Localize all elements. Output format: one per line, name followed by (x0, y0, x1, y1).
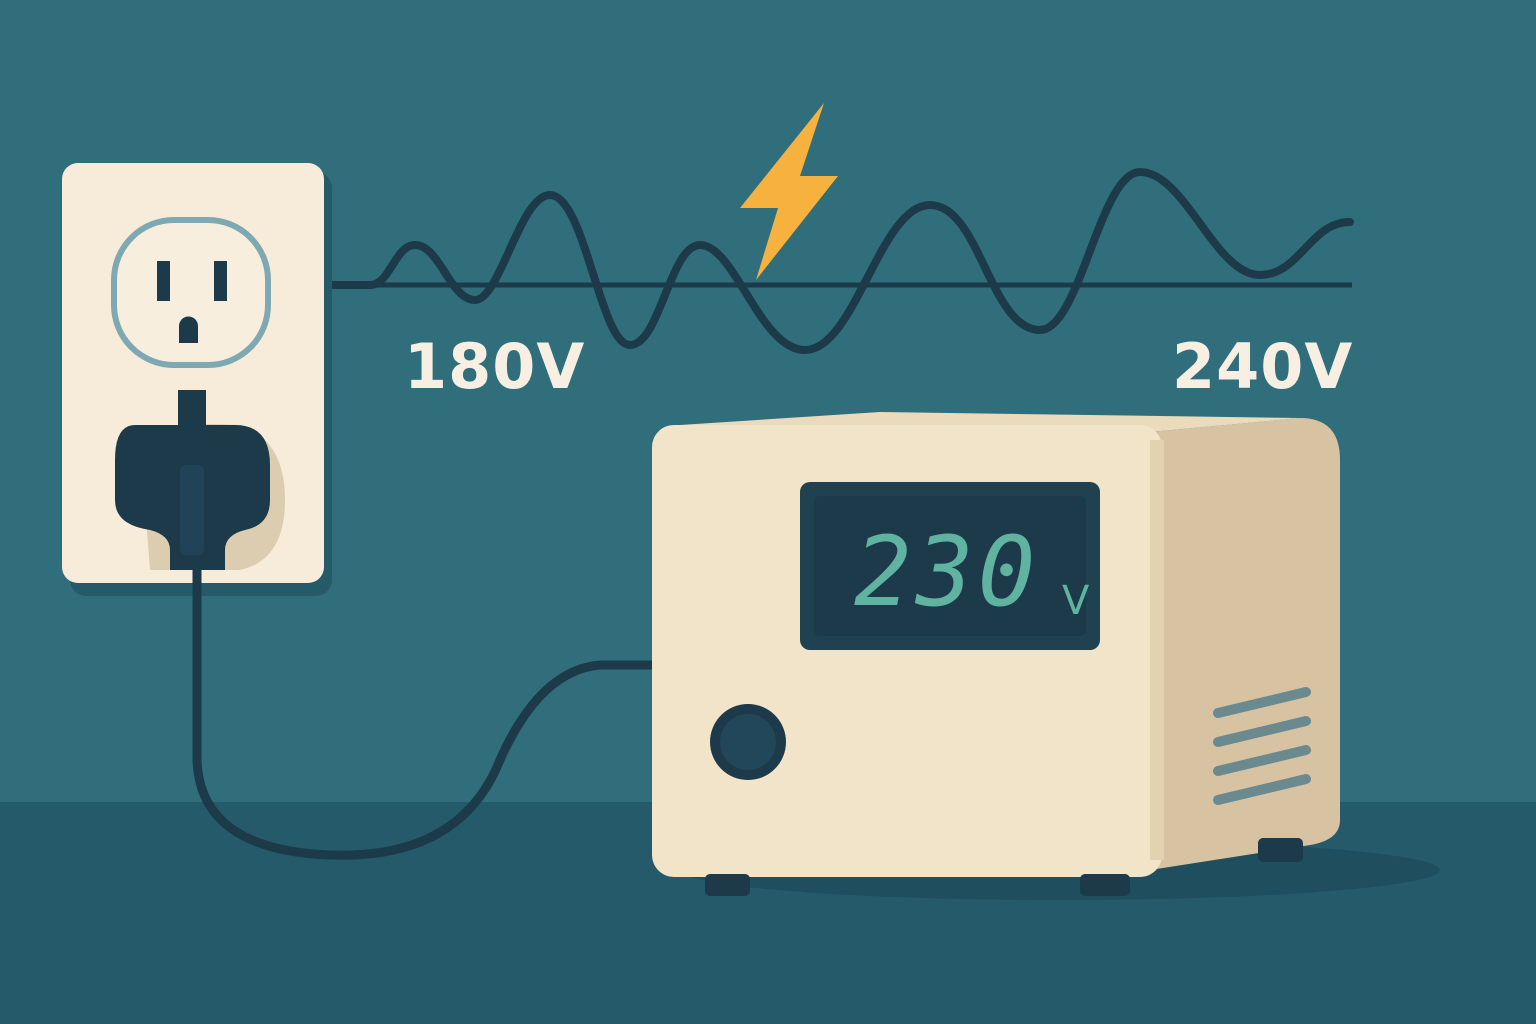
stabilizer-side (1150, 418, 1340, 870)
plug-icon (115, 390, 270, 570)
power-cable (192, 565, 665, 860)
outlet-icon (111, 217, 271, 368)
voltage-waveform (326, 167, 1354, 355)
high-voltage-label: 240V (1172, 330, 1354, 403)
voltage-reading: 230 (854, 516, 1040, 628)
low-voltage-label: 180V (404, 330, 586, 403)
voltage-unit: V (1062, 578, 1090, 624)
display-screen: 230 V (814, 496, 1090, 636)
lightning-bolt-icon (740, 103, 838, 280)
vent-icon (1213, 687, 1311, 805)
voltage-display: 230 V (800, 482, 1100, 650)
